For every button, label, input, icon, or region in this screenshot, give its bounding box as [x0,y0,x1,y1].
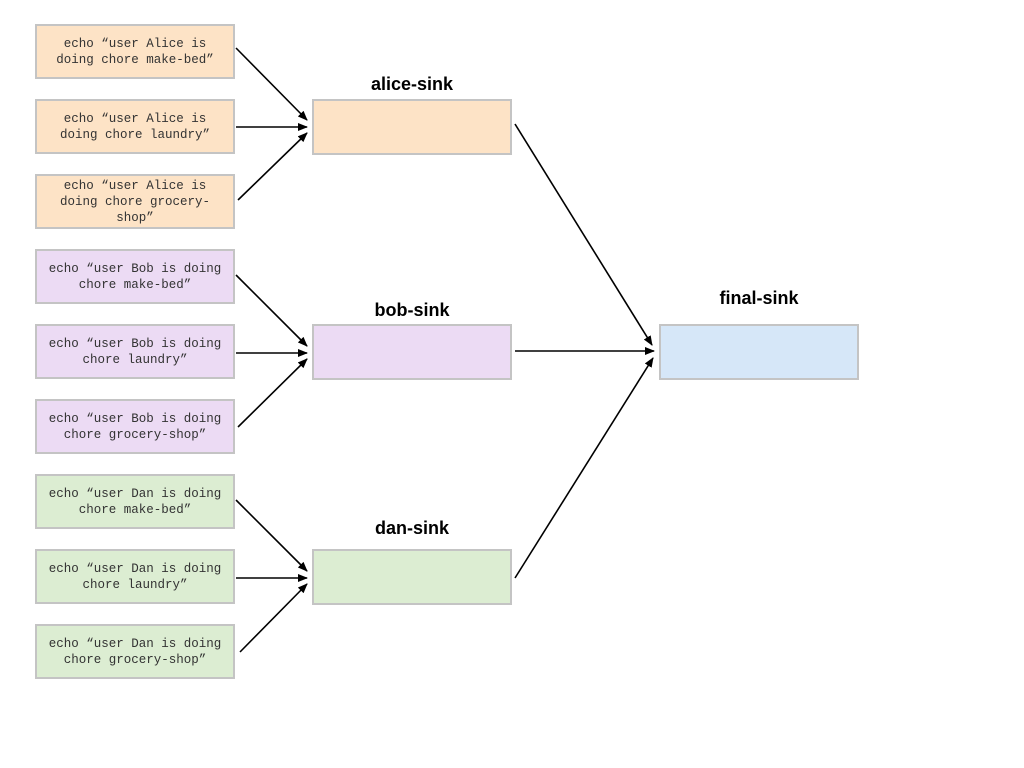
source-text: echo “user Bob is doing chore laundry” [48,336,229,367]
source-text: echo “user Alice is doing chore laundry” [59,111,214,142]
arrow-alice-grocery-shop [237,132,308,201]
bob-sink-box [312,324,512,380]
source-text: echo “user Alice is doing chore grocery-… [59,178,214,225]
source-alice-laundry: echo “user Alice is doing chore laundry” [35,99,235,154]
source-bob-grocery-shop: echo “user Bob is doing chore grocery-sh… [35,399,235,454]
arrow-bob-make-bed [235,274,308,347]
source-dan-grocery-shop: echo “user Dan is doing chore grocery-sh… [35,624,235,679]
source-bob-make-bed: echo “user Bob is doing chore make-bed” [35,249,235,304]
bob-sink-label: bob-sink [374,300,450,320]
source-dan-make-bed: echo “user Dan is doing chore make-bed” [35,474,235,529]
source-text: echo “user Alice is doing chore make-bed… [56,36,214,67]
alice-sink-label: alice-sink [370,74,454,94]
final-sink-label: final-sink [719,288,799,308]
source-dan-laundry: echo “user Dan is doing chore laundry” [35,549,235,604]
source-text: echo “user Dan is doing chore laundry” [48,561,229,592]
source-alice-grocery-shop: echo “user Alice is doing chore grocery-… [35,174,235,229]
arrow-dan-make-bed [235,499,308,572]
arrow-alice-sink-to-final [514,123,653,346]
source-bob-laundry: echo “user Bob is doing chore laundry” [35,324,235,379]
dan-sink-box [312,549,512,605]
arrow-dan-grocery-shop [239,583,308,653]
arrow-bob-grocery-shop [237,358,308,428]
arrow-alice-make-bed [235,47,308,121]
source-text: echo “user Dan is doing chore make-bed” [48,486,229,517]
source-text: echo “user Bob is doing chore grocery-sh… [48,411,229,442]
arrow-dan-sink-to-final [514,357,654,579]
final-sink-box [659,324,859,380]
alice-sink-box [312,99,512,155]
source-text: echo “user Dan is doing chore grocery-sh… [48,636,229,667]
source-alice-make-bed: echo “user Alice is doing chore make-bed… [35,24,235,79]
source-text: echo “user Bob is doing chore make-bed” [48,261,229,292]
dan-sink-label: dan-sink [374,518,449,538]
